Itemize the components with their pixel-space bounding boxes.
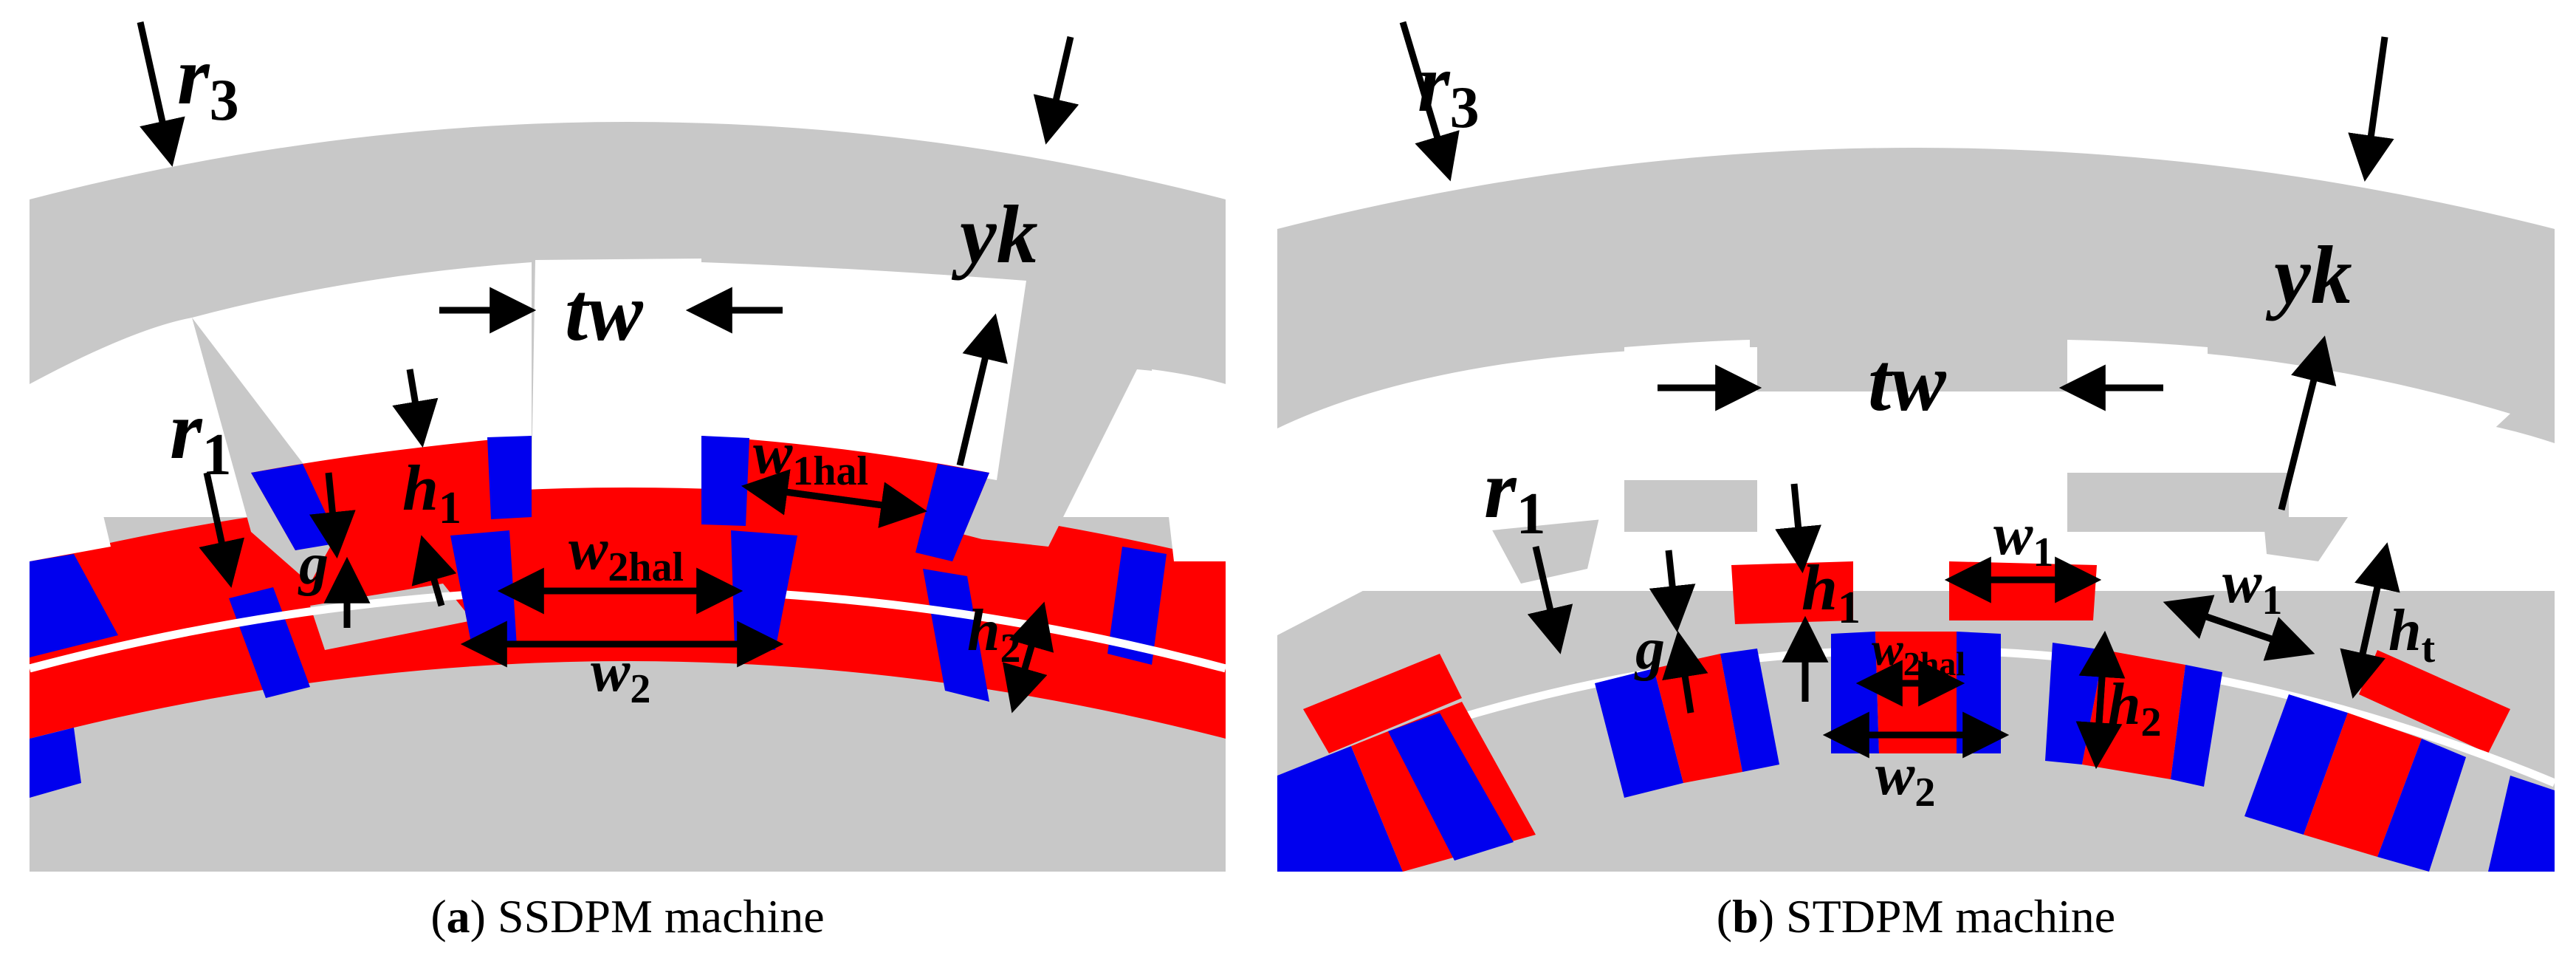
rotor-pm-blue xyxy=(450,530,517,650)
label-yk: yk xyxy=(951,189,1038,281)
stator-slot-right xyxy=(1152,369,1226,561)
label-ht: ht xyxy=(2388,598,2436,671)
rotor-pm-blue xyxy=(923,569,989,702)
dimension-arrows xyxy=(1399,21,2400,770)
rotor-pm-blue xyxy=(1107,547,1167,665)
label-r3: r3 xyxy=(177,30,239,133)
stator-slot xyxy=(192,262,532,473)
label-w1-side: w1 xyxy=(2222,550,2282,623)
panel-ssdpm: r3 yk tw r1 h1 g w1hal w2hal w2 h2 xyxy=(30,21,1226,872)
label-g: g xyxy=(1634,617,1665,682)
rotor-pm-blue xyxy=(30,554,118,657)
label-g: g xyxy=(298,532,329,597)
label-tw: tw xyxy=(565,267,644,358)
stator-slot-farleft xyxy=(30,377,111,561)
label-w2: w2 xyxy=(1875,742,1935,815)
rotor-pm-blue xyxy=(30,728,81,798)
rotor-pm-blue xyxy=(731,530,797,650)
label-tw: tw xyxy=(1868,337,1947,428)
label-h2: h2 xyxy=(967,598,1021,671)
panel-stdpm: r3 yk tw r1 h1 g w1 w1 w2hal w2 h2 ht xyxy=(1277,21,2555,872)
label-h1: h1 xyxy=(1802,553,1861,633)
stator-pm-blue xyxy=(916,464,989,561)
label-h2: h2 xyxy=(2108,672,2162,745)
dimension-arrows xyxy=(137,21,1079,714)
label-w2: w2 xyxy=(591,639,650,712)
stator-slot xyxy=(701,262,1026,480)
stator-tooth-pm xyxy=(1303,654,1462,753)
stator-tooth xyxy=(1624,480,1757,532)
stator-tooth-pm xyxy=(2359,650,2510,753)
label-r1: r1 xyxy=(170,385,232,488)
stator-tooth-pm xyxy=(1949,561,2097,620)
label-r3: r3 xyxy=(1418,38,1480,140)
label-w2hal: w2hal xyxy=(1872,623,1965,683)
label-yk: yk xyxy=(2265,230,2352,321)
stator-pm-blue xyxy=(487,436,532,519)
stator-tooth-pm xyxy=(1731,561,1853,624)
label-w1-top: w1 xyxy=(1993,502,2053,575)
caption-b: (b) STDPM machine xyxy=(1717,890,2115,943)
rotor-pm-blue xyxy=(229,587,310,698)
label-w1hal: w1hal xyxy=(753,421,868,494)
stator-tooth xyxy=(2067,473,2289,532)
label-h1: h1 xyxy=(402,453,461,533)
stator-slot xyxy=(2067,347,2510,517)
stator-pm-blue xyxy=(701,436,749,526)
label-r1: r1 xyxy=(1484,444,1546,547)
label-w2hal: w2hal xyxy=(569,517,684,590)
caption-a: (a) SSDPM machine xyxy=(430,890,824,943)
stator-slot xyxy=(1277,347,1757,635)
